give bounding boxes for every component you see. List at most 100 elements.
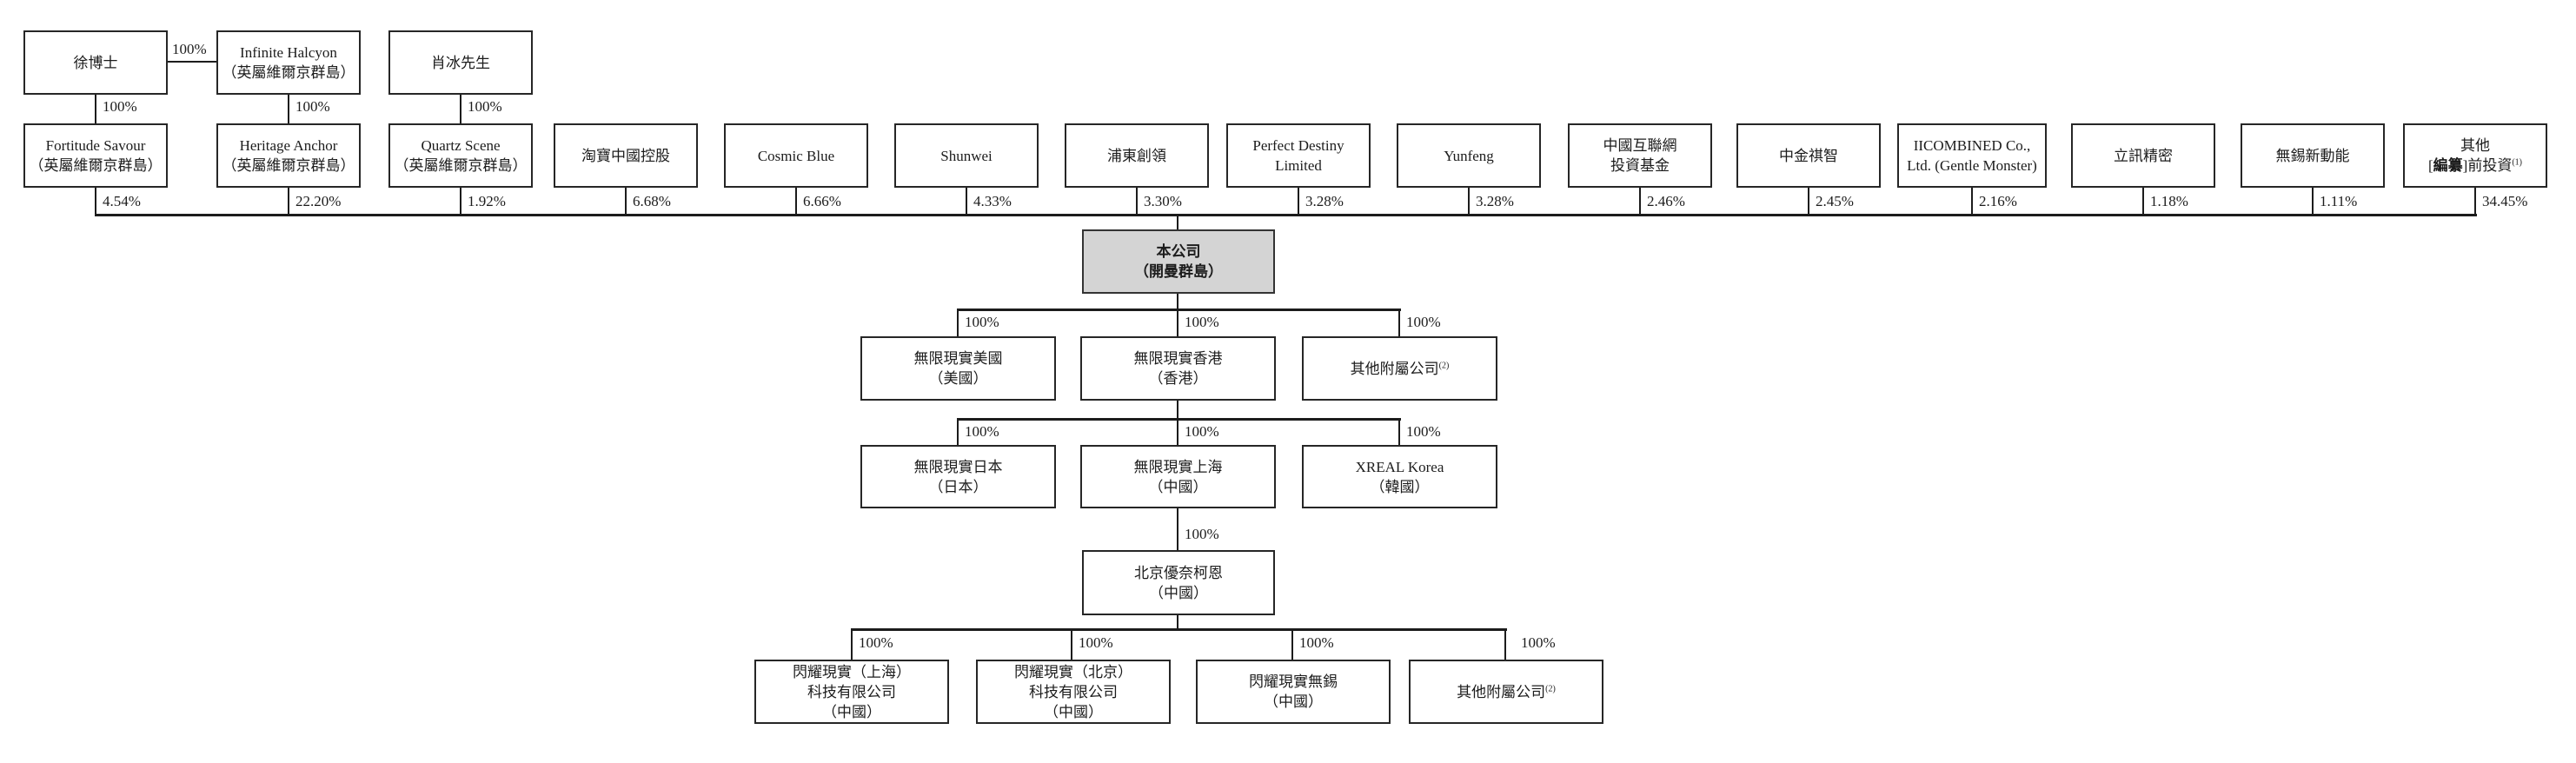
node-label: 浦東創領 [1107, 147, 1166, 164]
node-heritage-anchor: Heritage Anchor （英屬維爾京群島） [216, 123, 361, 188]
connector-line [1468, 188, 1470, 216]
node-iicombined-gentle-monster: IICOMBINED Co., Ltd. (Gentle Monster) [1897, 123, 2047, 188]
connector-line [795, 188, 797, 216]
connector-line [1298, 188, 1299, 216]
node-xiao-bing: 肖冰先生 [388, 30, 533, 95]
node-cosmic-blue: Cosmic Blue [724, 123, 868, 188]
node-sublabel: （韓國） [1370, 478, 1430, 495]
node-label: 肖冰先生 [431, 54, 490, 71]
ownership-pct-label: 100% [1406, 314, 1441, 330]
node-shunwei: Shunwei [894, 123, 1039, 188]
connector-bus-line [95, 214, 2477, 216]
node-wuxi-new-momentum: 無錫新動能 [2241, 123, 2385, 188]
node-label: Yunfeng [1444, 147, 1494, 164]
ownership-pct-label: 100% [295, 98, 330, 115]
ownership-pct-label: 3.30% [1144, 193, 1182, 209]
node-xreal-us: 無限現實美國 （美國） [860, 336, 1056, 401]
ownership-pct-label: 100% [468, 98, 502, 115]
node-other-subsidiaries-lower: 其他附屬公司(2) [1409, 660, 1603, 724]
node-sublabel: （英屬維爾京群島） [222, 157, 355, 174]
connector-line [1398, 309, 1400, 336]
node-sublabel: （日本） [928, 478, 988, 495]
connector-line [1177, 418, 1178, 445]
node-perfect-destiny: Perfect Destiny Limited [1226, 123, 1371, 188]
connector-bus-line [957, 418, 1401, 421]
ownership-pct-label: 100% [1185, 423, 1219, 440]
node-yunfeng: Yunfeng [1397, 123, 1541, 188]
connector-line [95, 188, 96, 216]
ownership-pct-label: 3.28% [1476, 193, 1514, 209]
node-label: 無限現實上海 [1133, 458, 1223, 475]
connector-line [1177, 401, 1178, 420]
node-label: 閃耀現實（北京） [1014, 663, 1132, 680]
node-label: 無限現實香港 [1133, 350, 1223, 367]
connector-bus-line [957, 309, 1401, 311]
connector-line [851, 628, 853, 660]
node-sublabel: （中國） [822, 703, 881, 720]
connector-line [1291, 628, 1293, 660]
ownership-pct-label: 2.46% [1647, 193, 1685, 209]
ownership-pct-label: 100% [965, 314, 999, 330]
node-sublabel: （中國） [1148, 478, 1208, 495]
node-pudong-chuangling: 浦東創領 [1065, 123, 1209, 188]
node-sublabel: （香港） [1148, 370, 1208, 387]
connector-line [957, 309, 959, 336]
node-sublabel: Limited [1275, 157, 1322, 174]
connector-line [288, 95, 289, 123]
node-xreal-shanghai: 無限現實上海 （中國） [1080, 445, 1276, 508]
ownership-pct-label: 100% [172, 41, 207, 57]
connector-line [288, 188, 289, 216]
node-label: 其他附屬公司(2) [1350, 360, 1450, 377]
node-china-internet-investment-fund: 中國互聯網 投資基金 [1568, 123, 1712, 188]
node-sublabel: 科技有限公司 [1029, 683, 1118, 700]
node-label: 中金祺智 [1779, 147, 1838, 164]
connector-line [1177, 214, 1178, 229]
ownership-pct-label: 22.20% [295, 193, 342, 209]
connector-line [1071, 628, 1072, 660]
ownership-pct-label: 100% [103, 98, 137, 115]
ownership-pct-label: 4.33% [973, 193, 1012, 209]
node-label: 閃耀現實無錫 [1249, 673, 1338, 690]
connector-line [966, 188, 967, 216]
connector-line [625, 188, 627, 216]
ownership-pct-label: 2.45% [1816, 193, 1854, 209]
ownership-pct-label: 1.11% [2320, 193, 2358, 209]
node-label: Perfect Destiny [1252, 137, 1344, 154]
node-taobao-china-holding: 淘寶中國控股 [554, 123, 698, 188]
node-other-pre-ipo-investors: 其他 [編纂]前投資(1) [2403, 123, 2547, 188]
node-sublabel: 科技有限公司 [807, 683, 896, 700]
ownership-pct-label: 100% [1185, 314, 1219, 330]
ownership-pct-label: 1.18% [2150, 193, 2188, 209]
node-sublabel: 投資基金 [1610, 157, 1670, 174]
node-sublabel: （美國） [928, 370, 988, 387]
connector-line [460, 95, 461, 123]
node-shanyao-beijing: 閃耀現實（北京） 科技有限公司 （中國） [976, 660, 1171, 724]
node-label: 本公司 [1156, 243, 1201, 260]
node-quartz-scene: Quartz Scene （英屬維爾京群島） [388, 123, 533, 188]
node-cicc-qizhi: 中金祺智 [1736, 123, 1881, 188]
ownership-pct-label: 100% [1185, 526, 1219, 542]
node-label: 徐博士 [73, 54, 118, 71]
connector-line [1504, 628, 1506, 660]
ownership-pct-label: 100% [859, 634, 893, 651]
ownership-pct-label: 4.54% [103, 193, 141, 209]
connector-line [1177, 508, 1178, 550]
connector-bus-line [851, 628, 1507, 631]
ownership-pct-label: 100% [1406, 423, 1441, 440]
node-luxshare-precision: 立訊精密 [2071, 123, 2215, 188]
node-xreal-japan: 無限現實日本 （日本） [860, 445, 1056, 508]
node-sublabel: Ltd. (Gentle Monster) [1907, 157, 2037, 174]
node-shanyao-shanghai: 閃耀現實（上海） 科技有限公司 （中國） [754, 660, 949, 724]
node-label: 無錫新動能 [2275, 147, 2350, 164]
node-label: 無限現實日本 [913, 458, 1003, 475]
node-company-cayman: 本公司 （開曼群島） [1082, 229, 1275, 294]
ownership-pct-label: 1.92% [468, 193, 506, 209]
connector-line [2474, 188, 2476, 216]
node-sublabel: [編纂]前投資(1) [2427, 157, 2522, 174]
node-label: 北京優奈柯恩 [1134, 564, 1223, 581]
node-label: 閃耀現實（上海） [793, 663, 911, 680]
ownership-pct-label: 2.16% [1979, 193, 2017, 209]
ownership-pct-label: 6.68% [633, 193, 671, 209]
ownership-pct-label: 100% [1079, 634, 1113, 651]
